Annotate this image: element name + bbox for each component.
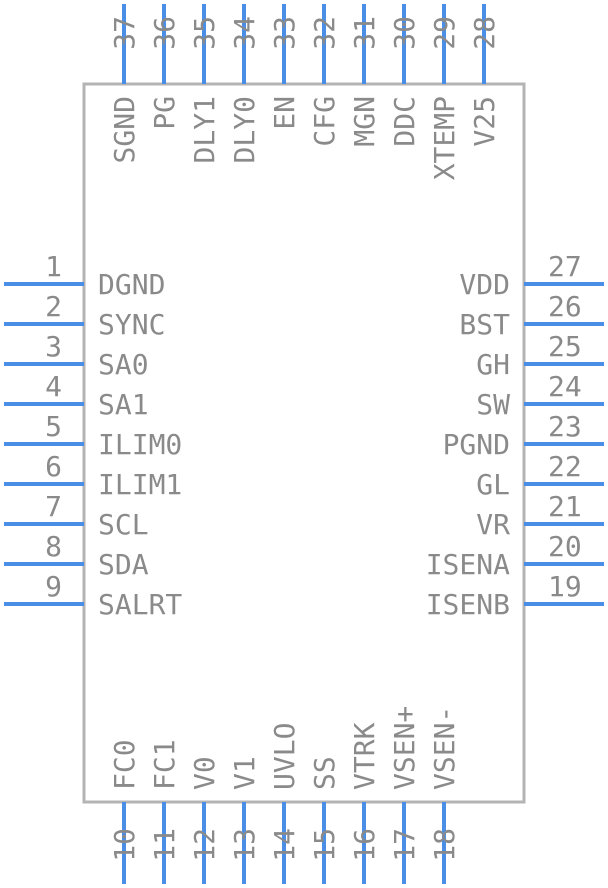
pin-number-6: 6 bbox=[45, 450, 62, 483]
pin-number-26: 26 bbox=[548, 290, 582, 323]
pin-group: 1DGND2SYNC3SA04SA15ILIM06ILIM17SCL8SDA9S… bbox=[4, 4, 604, 884]
pin-name-v0: V0 bbox=[188, 756, 221, 790]
pin-name-pgnd: PGND bbox=[443, 428, 510, 461]
pin-number-3: 3 bbox=[45, 330, 62, 363]
pin-number-5: 5 bbox=[45, 410, 62, 443]
pin-name-v25: V25 bbox=[468, 96, 501, 147]
pin-number-19: 19 bbox=[548, 570, 582, 603]
pin-number-28: 28 bbox=[468, 16, 501, 50]
pin-number-16: 16 bbox=[348, 828, 381, 862]
pin-number-9: 9 bbox=[45, 570, 62, 603]
ic-body bbox=[82, 82, 526, 804]
pin-name-uvlo: UVLO bbox=[268, 723, 301, 790]
pin-number-37: 37 bbox=[108, 16, 141, 50]
pin-number-1: 1 bbox=[45, 250, 62, 283]
pin-name-pg: PG bbox=[148, 96, 181, 130]
pin-name-isena: ISENA bbox=[426, 548, 510, 581]
pin-number-34: 34 bbox=[228, 16, 261, 50]
pin-number-31: 31 bbox=[348, 16, 381, 50]
pin-number-32: 32 bbox=[308, 16, 341, 50]
pin-number-18: 18 bbox=[428, 828, 461, 862]
pin-number-12: 12 bbox=[188, 828, 221, 862]
pin-name-fc0: FC0 bbox=[108, 739, 141, 790]
pin-number-24: 24 bbox=[548, 370, 582, 403]
pin-name-sync: SYNC bbox=[98, 308, 165, 341]
pin-number-2: 2 bbox=[45, 290, 62, 323]
pin-number-10: 10 bbox=[108, 828, 141, 862]
pin-number-33: 33 bbox=[268, 16, 301, 50]
pin-number-14: 14 bbox=[268, 828, 301, 862]
pin-name-dly0: DLY0 bbox=[228, 96, 261, 163]
pin-name-isenb: ISENB bbox=[426, 588, 510, 621]
pin-name-vdd: VDD bbox=[459, 268, 510, 301]
pin-number-7: 7 bbox=[45, 490, 62, 523]
pin-name-sgnd: SGND bbox=[108, 96, 141, 163]
pin-number-20: 20 bbox=[548, 530, 582, 563]
pin-name-vr: VR bbox=[476, 508, 510, 541]
pin-name-sa1: SA1 bbox=[98, 388, 149, 421]
pin-number-8: 8 bbox=[45, 530, 62, 563]
pin-number-13: 13 bbox=[228, 828, 261, 862]
pin-name-vsen-minus: VSEN- bbox=[428, 706, 461, 790]
pin-number-27: 27 bbox=[548, 250, 582, 283]
pin-name-cfg: CFG bbox=[308, 96, 341, 147]
pin-name-ilim1: ILIM1 bbox=[98, 468, 182, 501]
pin-name-mgn: MGN bbox=[348, 96, 381, 147]
pin-number-35: 35 bbox=[188, 16, 221, 50]
pin-name-vtrk: VTRK bbox=[348, 722, 381, 790]
pin-name-en: EN bbox=[268, 96, 301, 130]
pin-name-fc1: FC1 bbox=[148, 739, 181, 790]
pin-name-dly1: DLY1 bbox=[188, 96, 221, 163]
pin-name-xtemp: XTEMP bbox=[428, 96, 461, 180]
pin-name-gl: GL bbox=[476, 468, 510, 501]
pin-name-salrt: SALRT bbox=[98, 588, 182, 621]
pin-number-4: 4 bbox=[45, 370, 62, 403]
pin-number-23: 23 bbox=[548, 410, 582, 443]
pin-name-sda: SDA bbox=[98, 548, 149, 581]
pin-name-dgnd: DGND bbox=[98, 268, 165, 301]
pin-name-scl: SCL bbox=[98, 508, 149, 541]
pin-name-ilim0: ILIM0 bbox=[98, 428, 182, 461]
pin-number-22: 22 bbox=[548, 450, 582, 483]
pin-name-v1: V1 bbox=[228, 756, 261, 790]
pin-name-vsen-plus: VSEN+ bbox=[388, 706, 421, 790]
pin-name-ss: SS bbox=[308, 756, 341, 790]
pin-name-bst: BST bbox=[459, 308, 510, 341]
pin-name-gh: GH bbox=[476, 348, 510, 381]
pin-number-15: 15 bbox=[308, 828, 341, 862]
pin-number-30: 30 bbox=[388, 16, 421, 50]
pin-number-11: 11 bbox=[148, 828, 181, 862]
pin-number-25: 25 bbox=[548, 330, 582, 363]
pin-name-sa0: SA0 bbox=[98, 348, 149, 381]
pin-number-29: 29 bbox=[428, 16, 461, 50]
pin-name-sw: SW bbox=[476, 388, 510, 421]
pin-number-36: 36 bbox=[148, 16, 181, 50]
pin-number-17: 17 bbox=[388, 828, 421, 862]
pin-name-ddc: DDC bbox=[388, 96, 421, 147]
pin-number-21: 21 bbox=[548, 490, 582, 523]
